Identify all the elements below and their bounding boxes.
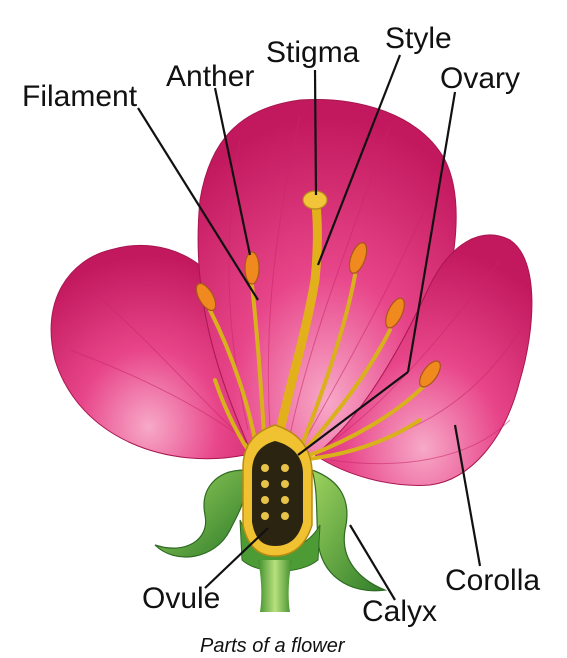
diagram-caption: Parts of a flower (200, 635, 346, 657)
ovule-dot (281, 464, 289, 472)
ovary-leader-inner (297, 371, 409, 456)
sepal-right (311, 469, 388, 592)
label-anther: Anther (166, 60, 254, 93)
label-filament: Filament (22, 80, 138, 113)
anther (195, 282, 217, 312)
corolla-leader (453, 424, 482, 567)
style-leader (316, 54, 402, 266)
ovule-dot (261, 464, 269, 472)
petal-right (314, 234, 533, 486)
filament-leader (137, 107, 259, 301)
filament (298, 273, 357, 452)
corolla-petals (50, 98, 533, 486)
label-ovary: Ovary (440, 62, 520, 95)
filament (298, 418, 422, 462)
ovary-leader (406, 91, 457, 373)
calyx-leader (349, 524, 396, 601)
filament (303, 328, 392, 452)
ovule-leader (204, 527, 269, 589)
label-ovule: Ovule (142, 582, 220, 615)
ovule-dot (261, 496, 269, 504)
stigma-leader (313, 69, 318, 196)
ovule-dot (281, 512, 289, 520)
anther (244, 251, 260, 285)
label-style: Style (385, 22, 452, 55)
style-stalk (270, 200, 322, 460)
sepal-left (154, 469, 247, 558)
leader-lines (137, 54, 482, 601)
anther (419, 360, 441, 388)
filament (308, 383, 427, 457)
anther (348, 242, 368, 274)
stem (258, 560, 292, 612)
labels: Filament Anther Stigma Style Ovary Ovule… (22, 22, 540, 657)
label-stigma: Stigma (266, 36, 360, 69)
anther (385, 297, 405, 329)
ovary-section (242, 424, 313, 557)
ovules (261, 464, 289, 520)
ovule-dot (261, 512, 269, 520)
ovule-dot (261, 480, 269, 488)
ovary-chamber (252, 441, 303, 546)
calyx-sepals (154, 469, 388, 592)
anther-leader (213, 87, 252, 256)
label-corolla: Corolla (445, 564, 540, 597)
ovule-dot (281, 496, 289, 504)
label-calyx: Calyx (362, 595, 437, 628)
ovule-dot (281, 480, 289, 488)
